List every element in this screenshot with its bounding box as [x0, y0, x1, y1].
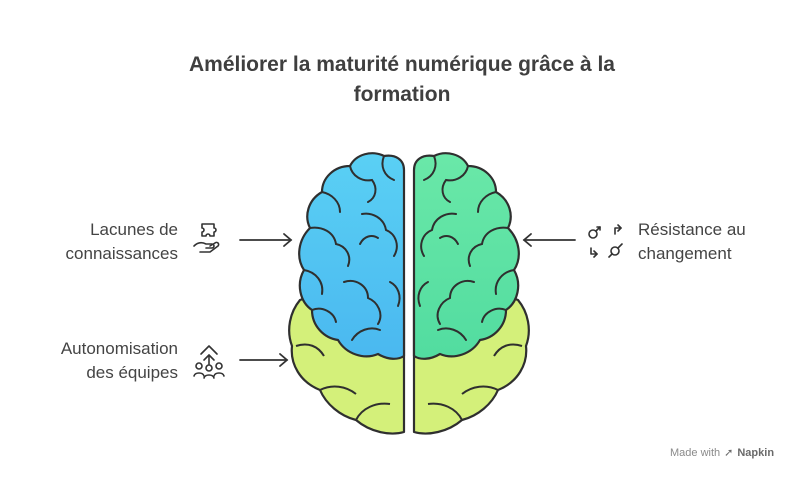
- arrow-autonomisation: [239, 353, 289, 367]
- title-line-1: Améliorer la maturité numérique grâce à …: [189, 53, 615, 76]
- title-line-2: formation: [353, 83, 451, 106]
- made-with-text: Made with: [670, 446, 721, 459]
- napkin-watermark: Made with ➚ Napkin: [670, 446, 775, 460]
- napkin-logo-icon: ➚: [724, 447, 734, 459]
- arrow-resistance: [522, 233, 576, 247]
- label-resistance-changement: Résistance au changement: [638, 220, 746, 263]
- puzzle-hand-icon: [193, 223, 220, 253]
- brand-text: Napkin: [737, 446, 775, 459]
- left-hemisphere: [298, 152, 406, 360]
- right-hemisphere: [412, 152, 520, 360]
- label-lacunes-connaissances: Lacunes de connaissances: [65, 220, 178, 263]
- diagram-title: Améliorer la maturité numérique grâce à …: [100, 50, 704, 110]
- team-growth-icon: [193, 345, 225, 379]
- gender-swap-icon: [588, 224, 623, 258]
- arrow-lacunes: [239, 233, 293, 247]
- label-autonomisation-equipes: Autonomisation des équipes: [60, 339, 178, 382]
